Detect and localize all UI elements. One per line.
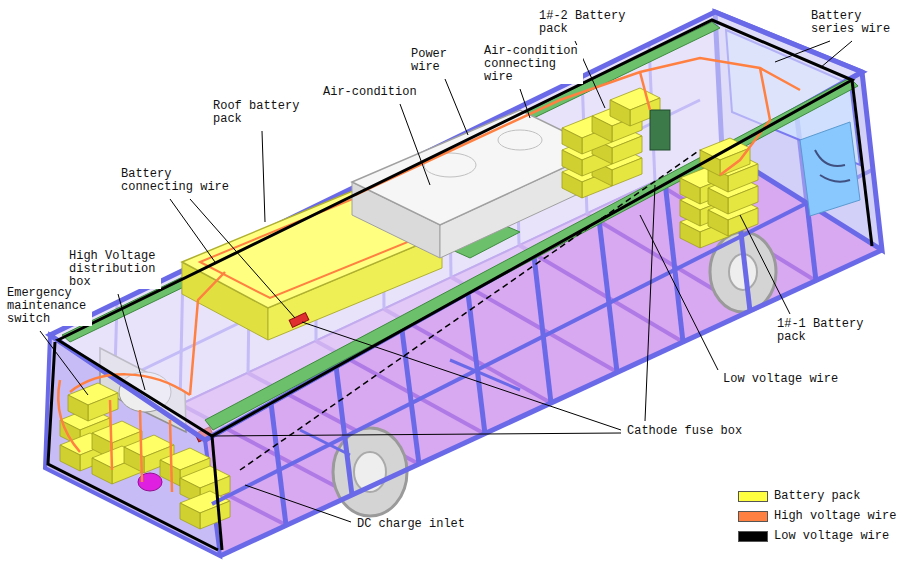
leader-line: [40, 41, 852, 522]
callout-label: Emergency maintenance switch: [6, 287, 92, 326]
roof: [50, 12, 862, 440]
legend-item: Low voltage wire: [738, 530, 889, 543]
low-voltage-wire: [48, 20, 872, 550]
callout-label: DC charge inlet: [356, 518, 466, 531]
callout-label: Roof battery pack: [212, 100, 305, 126]
bus-frame-far: [45, 12, 882, 556]
legend-item: High voltage wire: [738, 510, 896, 523]
callout-label: Power wire: [410, 48, 452, 74]
legend-swatch: [738, 531, 768, 542]
callout-label: 1#-2 Battery pack: [538, 10, 631, 36]
legend-item: Battery pack: [738, 490, 860, 503]
legend-text: Low voltage wire: [774, 530, 889, 543]
callout-label: Battery connecting wire: [120, 168, 234, 194]
legend-swatch: [738, 491, 768, 502]
callout-label: Low voltage wire: [722, 373, 839, 386]
callout-label: 1#-1 Battery pack: [776, 318, 869, 344]
high-voltage-wire: [58, 58, 800, 492]
legend-text: Battery pack: [774, 490, 860, 503]
callout-label: Battery series wire: [810, 10, 896, 36]
callout-label: High Voltage distribution box: [68, 250, 161, 289]
callout-label: Cathode fuse box: [626, 425, 743, 438]
legend-text: High voltage wire: [774, 510, 896, 523]
callout-label: Air-condition: [322, 86, 418, 99]
legend-swatch: [738, 511, 768, 522]
callout-label: Air-condition connecting wire: [483, 45, 583, 84]
